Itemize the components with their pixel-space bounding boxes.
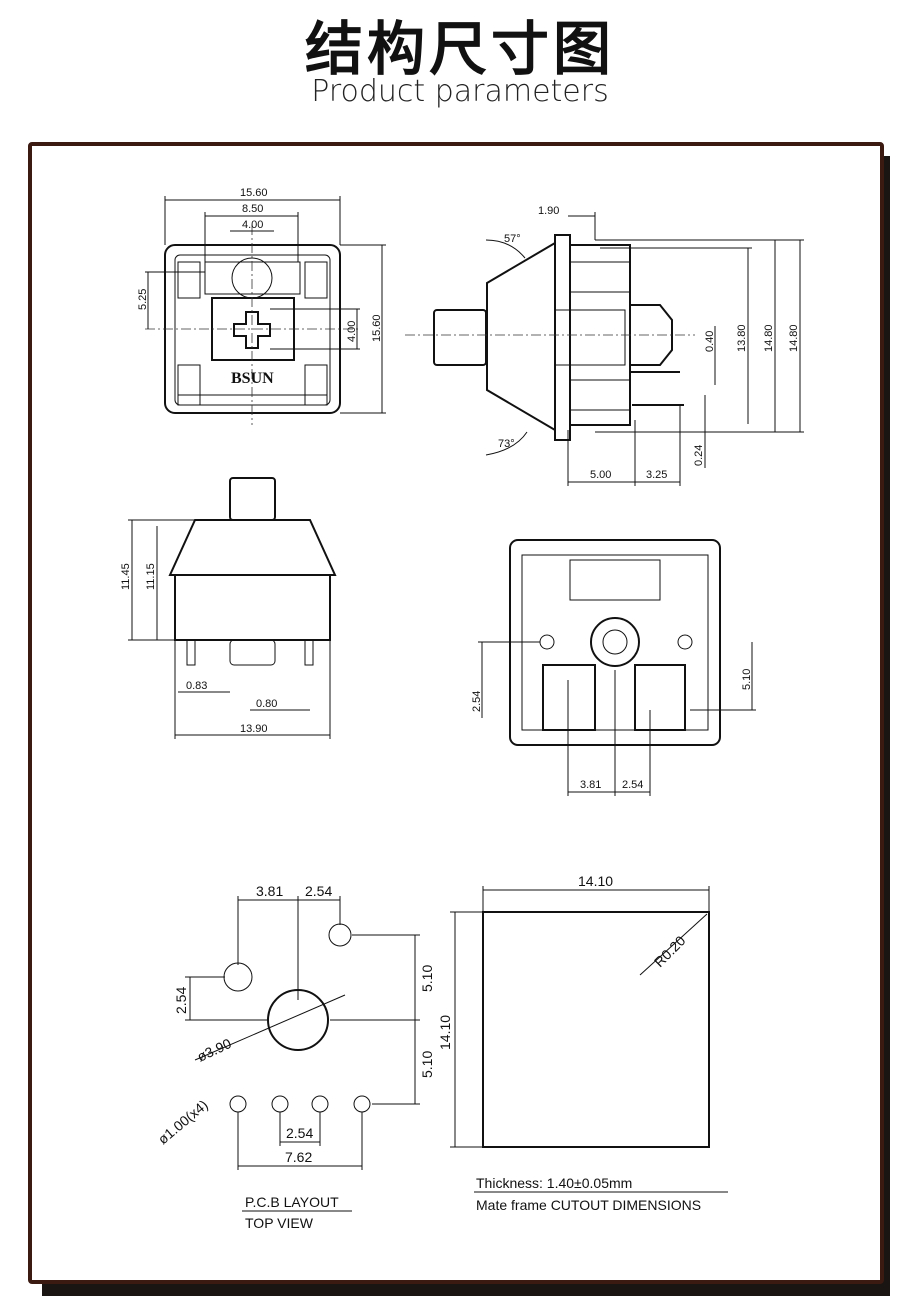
brand-logo: BSUN	[231, 370, 274, 387]
dim-11-15: 11.15	[145, 563, 157, 590]
dim-0-24: 0.24	[693, 445, 705, 466]
dim-5-00: 5.00	[590, 469, 611, 481]
dim-dia-3-90: ø3.90	[195, 1035, 234, 1065]
dim-cutout-width: 14.10	[578, 873, 613, 889]
pcb-layout: 3.81 2.54 5.10 5.10 2.54 ø3.90 ø1.00(x4)…	[155, 883, 435, 1231]
dim-radius: R0.20	[651, 932, 689, 970]
angle-57: 57°	[504, 233, 521, 245]
dim-cutout-height: 14.10	[437, 1015, 453, 1050]
front-view: 11.45 11.15 0.83 0.80 13.90	[120, 477, 337, 739]
dim-height: 15.60	[371, 314, 383, 342]
dim-5-10: 5.10	[741, 669, 753, 690]
dim-pcb-2-54-v: 2.54	[173, 987, 189, 1014]
dim-2-54: 2.54	[471, 691, 483, 712]
thickness-label: Thickness: 1.40±0.05mm	[476, 1175, 632, 1191]
dim-pcb-7-62: 7.62	[285, 1149, 312, 1165]
dim-dia-1-00: ø1.00(x4)	[155, 1097, 211, 1148]
bottom-view: 2.54 5.10 3.81 2.54	[471, 539, 756, 796]
dim-offset: 5.25	[137, 289, 149, 310]
angle-73: 73°	[498, 438, 515, 450]
dim-inner: 8.50	[242, 203, 263, 215]
dim-3-81: 3.81	[580, 779, 601, 791]
dim-width: 15.60	[240, 187, 268, 199]
dim-2-54-b: 2.54	[622, 779, 643, 791]
side-view: 1.90 57° 73° 0.40 13.80 14.80 14.80 0.24…	[405, 205, 804, 486]
dim-3-25: 3.25	[646, 469, 667, 481]
cutout-caption: Mate frame CUTOUT DIMENSIONS	[476, 1197, 701, 1213]
dim-pcb-3-81: 3.81	[256, 883, 283, 899]
drawing-frame	[28, 142, 884, 1284]
page-title: 结构尺寸图	[304, 15, 615, 83]
dim-pcb-5-10-a: 5.10	[419, 965, 435, 992]
dim-1-90: 1.90	[538, 205, 559, 217]
dim-13-80: 13.80	[736, 324, 748, 352]
dim-11-45: 11.45	[120, 563, 132, 590]
dim-0-80: 0.80	[256, 698, 277, 710]
dim-pcb-2-54: 2.54	[305, 883, 332, 899]
dim-pcb-2-54-h: 2.54	[286, 1125, 313, 1141]
dim-0-40: 0.40	[704, 331, 716, 352]
dim-stem-h: 4.00	[346, 321, 358, 342]
page-subtitle: Product parameters	[311, 74, 609, 109]
dim-14-80-b: 14.80	[788, 324, 800, 352]
dim-13-90: 13.90	[240, 723, 268, 735]
dim-pcb-5-10-b: 5.10	[419, 1051, 435, 1078]
dim-0-83: 0.83	[186, 680, 207, 692]
pcb-caption-top-view: TOP VIEW	[245, 1215, 314, 1231]
dim-stem: 4.00	[242, 219, 263, 231]
dim-14-80-a: 14.80	[763, 324, 775, 352]
cutout-view: 14.10 14.10 R0.20 Thickness: 1.40±0.05mm…	[437, 873, 728, 1213]
top-view: BSUN 15.60 8.50 4.00 5.25 4.00 15.60	[137, 187, 386, 425]
pcb-caption: P.C.B LAYOUT	[245, 1194, 339, 1210]
